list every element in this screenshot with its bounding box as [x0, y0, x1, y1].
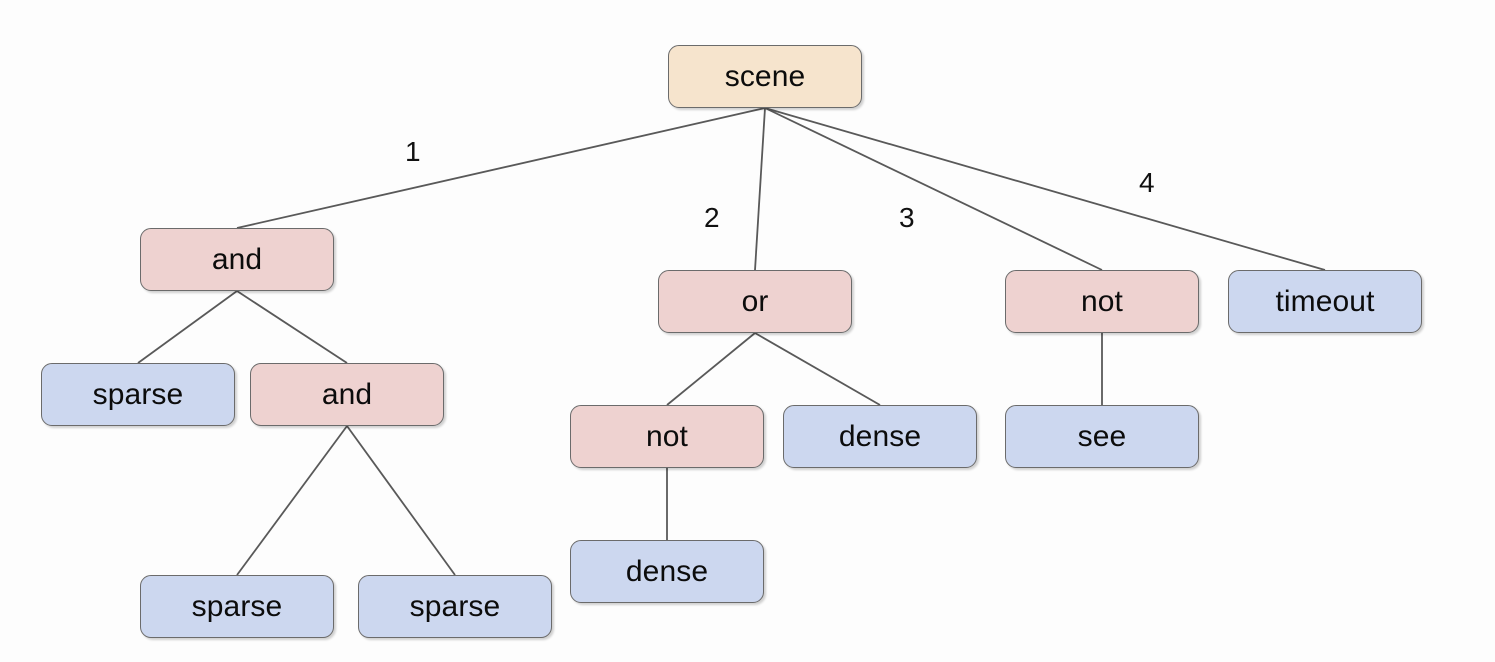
edge-label-1: 1 — [405, 136, 421, 167]
tree-node-see1[interactable]: see — [1005, 405, 1199, 468]
edge-label-2: 2 — [704, 202, 720, 233]
tree-node-dense2[interactable]: dense — [570, 540, 764, 603]
tree-edge — [666, 332, 756, 406]
tree-edge — [764, 107, 1326, 271]
tree-node-sparse2[interactable]: sparse — [140, 575, 334, 638]
tree-edge — [346, 425, 456, 576]
tree-node-label: see — [1077, 419, 1127, 453]
tree-node-not2[interactable]: not — [1005, 270, 1199, 333]
tree-edge — [754, 332, 881, 406]
tree-edge — [754, 107, 766, 271]
tree-node-label: not — [645, 419, 688, 453]
edge-label-3: 3 — [899, 202, 915, 233]
tree-node-label: scene — [724, 59, 806, 93]
tree-node-sparse3[interactable]: sparse — [358, 575, 552, 638]
edge-label-4: 4 — [1139, 167, 1155, 198]
tree-node-timeout1[interactable]: timeout — [1228, 270, 1422, 333]
tree-node-label: sparse — [191, 589, 283, 623]
tree-node-label: and — [321, 377, 373, 411]
tree-node-label: timeout — [1275, 284, 1375, 318]
tree-node-and1[interactable]: and — [140, 228, 334, 291]
tree-node-label: or — [741, 284, 769, 318]
tree-node-not1[interactable]: not — [570, 405, 764, 468]
tree-node-label: dense — [625, 554, 709, 588]
tree-node-scene[interactable]: scene — [668, 45, 862, 108]
tree-edge — [764, 107, 1103, 271]
tree-node-or1[interactable]: or — [658, 270, 852, 333]
tree-node-sparse1[interactable]: sparse — [41, 363, 235, 426]
tree-node-label: sparse — [409, 589, 501, 623]
tree-node-label: dense — [838, 419, 922, 453]
tree-edge — [236, 290, 348, 364]
tree-edge — [236, 107, 766, 229]
tree-node-label: sparse — [92, 377, 184, 411]
tree-node-label: and — [211, 242, 263, 276]
tree-node-label: not — [1080, 284, 1123, 318]
tree-node-dense1[interactable]: dense — [783, 405, 977, 468]
tree-edge — [236, 425, 348, 576]
tree-edge — [137, 290, 238, 364]
tree-node-and2[interactable]: and — [250, 363, 444, 426]
